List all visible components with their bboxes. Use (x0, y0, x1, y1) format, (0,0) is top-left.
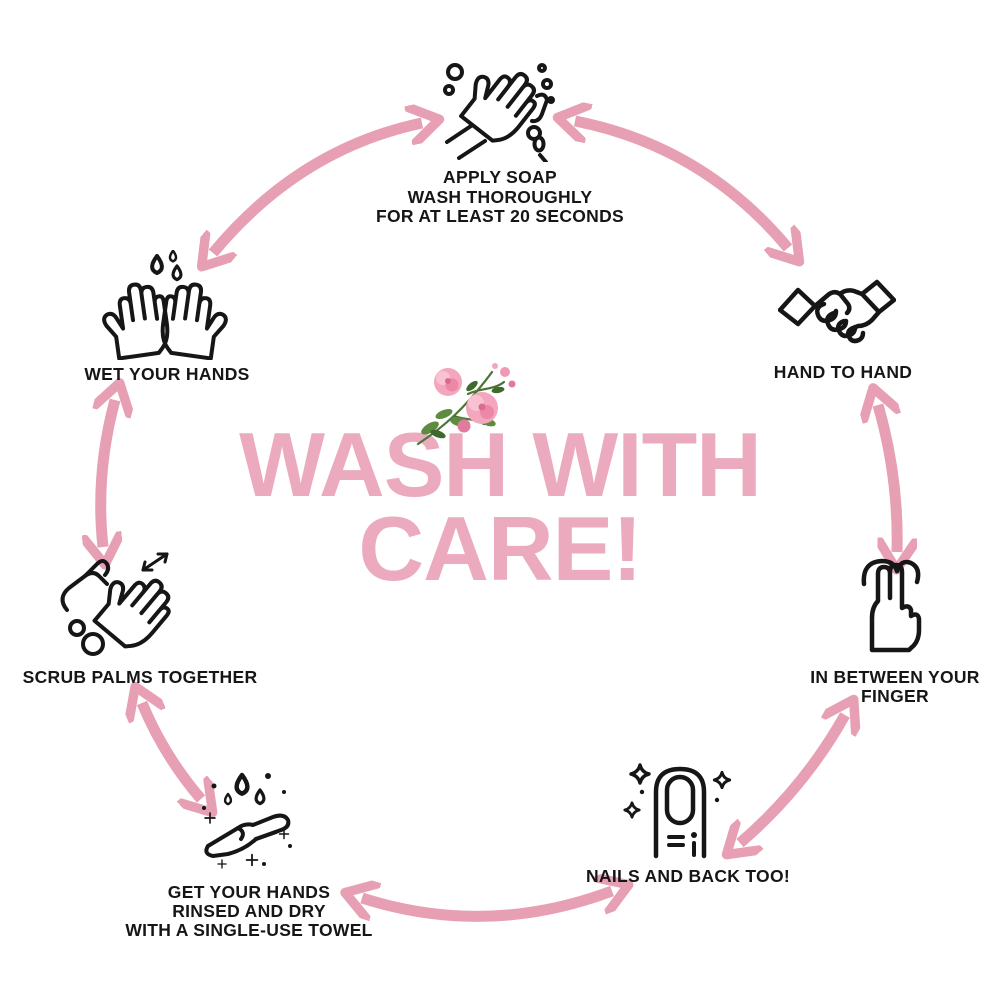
arrow-wet-to-soap (213, 123, 422, 253)
wet-hands-icon (102, 250, 228, 360)
step-apply-soap-label: APPLY SOAP WASH THOROUGHLY FOR AT LEAST … (375, 167, 625, 226)
step-wet-hands-label: WET YOUR HANDS (84, 364, 250, 384)
fingernail-icon (623, 763, 732, 859)
arrow-nails-to-rinse (362, 891, 612, 922)
step-nails-label: NAILS AND BACK TOO! (585, 866, 791, 886)
poster-title: WASH WITH CARE! (0, 415, 1000, 600)
arrow-fingers-to-nails (740, 715, 845, 843)
two-fingers-icon (861, 558, 922, 653)
arrow-handshake-to-fingers (878, 405, 897, 552)
soap-hands-icon (443, 63, 555, 162)
arrow-rinse-to-scrub (142, 703, 201, 799)
rose-buds (457, 363, 516, 433)
step-scrub-palms-label: SCRUB PALMS TOGETHER (22, 667, 258, 687)
rose-bloom-left (434, 368, 462, 396)
poster-title-line1: WASH WITH (239, 415, 762, 516)
handshake-icon (778, 279, 896, 344)
rinse-hand-icon (202, 772, 292, 869)
poster-title-line2: CARE! (358, 499, 642, 600)
step-between-fingers-label: IN BETWEEN YOUR FINGER (810, 667, 980, 706)
scrub-hands-icon (60, 552, 171, 656)
step-rinse-dry-label: GET YOUR HANDS RINSED AND DRY WITH A SIN… (125, 882, 373, 940)
arrow-soap-to-handshake (575, 121, 788, 248)
roses-bouquet-image (416, 363, 516, 446)
step-hand-to-hand-label: HAND TO HAND (773, 362, 913, 382)
rose-bloom-center (466, 392, 498, 424)
arrow-scrub-to-wet (101, 400, 115, 547)
